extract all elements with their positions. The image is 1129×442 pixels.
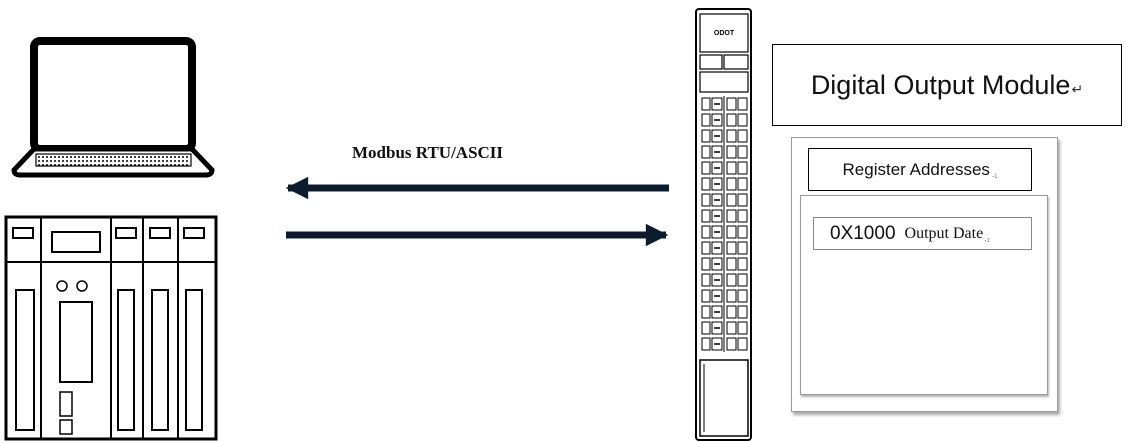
terminal-label <box>701 305 711 319</box>
terminal-screw <box>726 145 737 159</box>
terminal-screw <box>726 321 737 335</box>
register-heading: Register Addresses <box>842 159 990 179</box>
return-mark: ↵ <box>1071 80 1084 97</box>
terminal-label <box>701 225 711 239</box>
terminal-screw <box>726 161 737 175</box>
terminal-screw <box>737 289 748 303</box>
terminal-screw <box>726 305 737 319</box>
terminal-screw <box>737 129 748 143</box>
terminal-label <box>701 321 711 335</box>
terminal-screw <box>726 337 737 351</box>
terminal-label <box>701 177 711 191</box>
terminal-screw <box>726 241 737 255</box>
terminal-screw <box>737 225 748 239</box>
terminal-screw <box>726 177 737 191</box>
terminal-label <box>701 209 711 223</box>
terminal-screw <box>726 113 737 127</box>
plc-controller-icon <box>4 215 218 441</box>
terminal-screw <box>726 209 737 223</box>
terminal-screw <box>737 241 748 255</box>
terminal-label <box>701 241 711 255</box>
terminal-screw <box>737 337 748 351</box>
module-title: Digital Output Module <box>810 69 1071 100</box>
terminal-label <box>701 289 711 303</box>
terminal-screw <box>737 161 748 175</box>
register-address: 0X1000 <box>830 222 896 244</box>
brand-label: ODOT <box>714 30 735 37</box>
terminal-label <box>701 337 711 351</box>
register-mark: .₁ <box>991 168 998 179</box>
terminal-label <box>701 97 711 111</box>
terminal-label <box>701 161 711 175</box>
terminal-screw <box>737 97 748 111</box>
register-row: 0X1000 Output Date.₁ <box>813 217 1032 250</box>
register-description: Output Date <box>904 224 984 242</box>
terminal-label <box>701 129 711 143</box>
terminal-screw <box>737 145 748 159</box>
terminal-screw <box>737 257 748 271</box>
protocol-label: Modbus RTU/ASCII <box>352 143 504 162</box>
terminal-screw <box>737 113 748 127</box>
terminal-label <box>701 193 711 207</box>
module-title-box: Digital Output Module↵ <box>772 44 1122 126</box>
terminal-screw <box>726 225 737 239</box>
terminal-label <box>701 113 711 127</box>
terminal-screw <box>726 193 737 207</box>
terminal-label <box>701 145 711 159</box>
terminal-screw <box>726 97 737 111</box>
terminal-screw <box>737 273 748 287</box>
terminal-label <box>701 273 711 287</box>
register-row-mark: .₁ <box>984 232 990 243</box>
terminal-screw <box>726 129 737 143</box>
terminal-screw <box>737 321 748 335</box>
terminal-screw <box>726 289 737 303</box>
terminal-screw <box>737 209 748 223</box>
terminal-label <box>701 257 711 271</box>
terminal-strip <box>701 97 748 351</box>
terminal-screw <box>737 305 748 319</box>
terminal-screw <box>737 177 748 191</box>
laptop-icon <box>11 37 215 178</box>
terminal-screw <box>726 273 737 287</box>
terminal-screw <box>726 257 737 271</box>
io-module-device: ODOT <box>695 8 752 441</box>
terminal-screw <box>737 193 748 207</box>
register-heading-box: Register Addresses.₁ <box>808 148 1032 191</box>
